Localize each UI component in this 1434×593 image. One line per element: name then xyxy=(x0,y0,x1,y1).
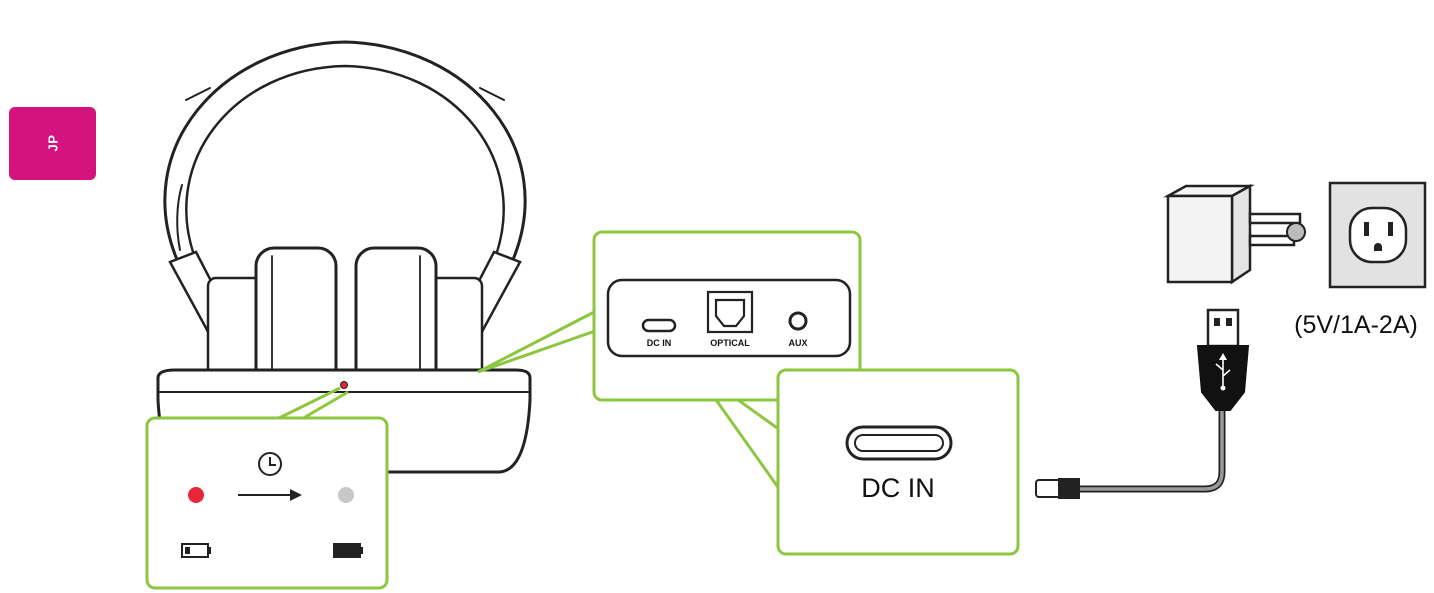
optical-port-label: OPTICAL xyxy=(710,338,750,348)
wall-adapter xyxy=(1163,183,1306,285)
optical-port xyxy=(706,290,754,334)
led-full-dot xyxy=(338,487,354,503)
dc-in-zoom-callout: DC IN xyxy=(776,368,1020,556)
usb-icon xyxy=(1215,353,1231,391)
aux-port-label: AUX xyxy=(788,338,807,348)
dc-in-port-label: DC IN xyxy=(647,338,672,348)
dc-in-zoom-label: DC IN xyxy=(861,473,935,503)
aux-port xyxy=(788,311,808,331)
led-indicator-callout xyxy=(145,416,389,590)
battery-full-icon xyxy=(333,543,363,558)
dc-in-port xyxy=(641,318,677,333)
clock-icon xyxy=(258,452,282,476)
wall-outlet xyxy=(1328,181,1427,289)
usb-cable xyxy=(1035,308,1250,499)
language-tab[interactable]: JP xyxy=(9,107,96,180)
battery-low-icon xyxy=(181,543,211,558)
right-arrow-icon xyxy=(238,489,302,501)
back-panel-callout: DC IN OPTICAL AUX xyxy=(592,230,862,402)
headphones-on-base xyxy=(156,40,532,474)
led-charging-dot xyxy=(188,487,204,503)
adapter-rating-label: (5V/1A-2A) xyxy=(1294,311,1418,339)
